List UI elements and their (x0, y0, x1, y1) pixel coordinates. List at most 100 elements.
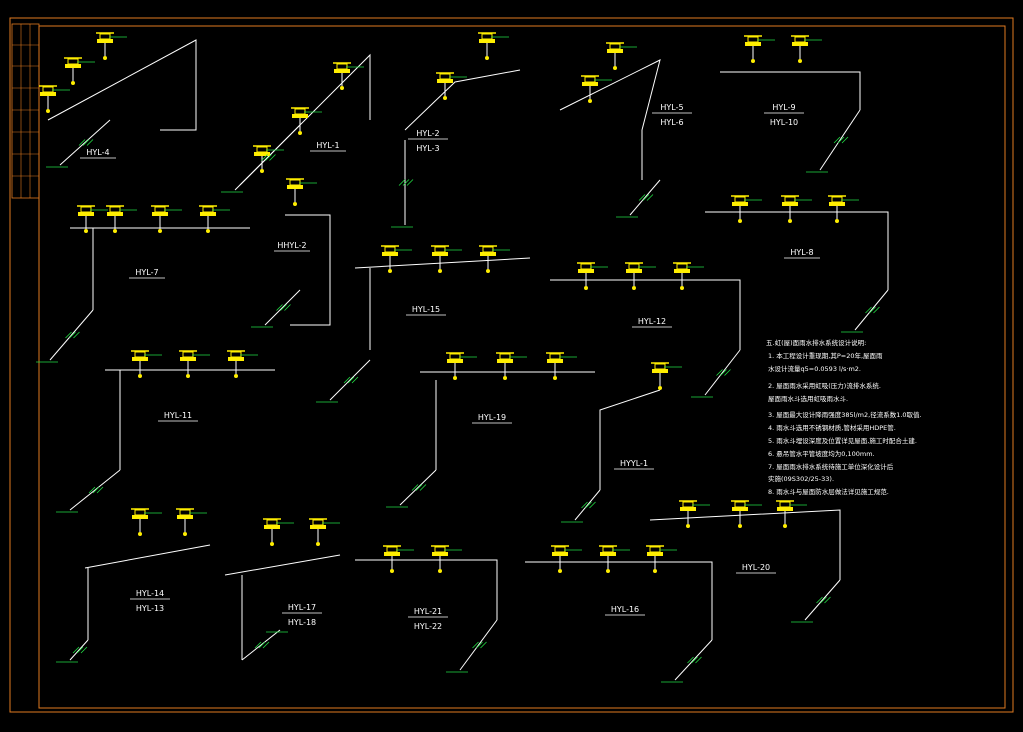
roof-drain-fixture (131, 508, 162, 536)
dim-tick (92, 486, 100, 494)
roof-drain-fixture (39, 85, 70, 113)
pipe-run (355, 559, 498, 620)
pipe-run (674, 639, 713, 681)
dim-tick (82, 139, 90, 146)
dim-tick (865, 306, 872, 314)
pipe-run (854, 289, 889, 331)
roof-drain-fixture (496, 352, 527, 380)
pipe-run (705, 211, 889, 290)
dim-tick (76, 646, 84, 654)
note-line: 实施(09S302/25-33). (768, 474, 834, 483)
pipe-run (550, 279, 741, 350)
roof-drain-fixture (106, 205, 137, 233)
roof-drain-fixture (646, 545, 677, 573)
pipe-run (224, 554, 341, 576)
riser-system-hyl11: HYL-11 (56, 350, 275, 513)
dim-tick (581, 501, 588, 509)
system-sublabel-text: HYL-13 (136, 604, 164, 613)
roof-drain-fixture (309, 518, 340, 546)
pipe-run (241, 629, 281, 661)
pipe-run (459, 619, 498, 671)
pipe-run (574, 489, 601, 521)
dim-tick (820, 596, 827, 604)
system-label-text: HYL-14 (136, 589, 164, 598)
note-line: 4. 雨水斗选用不锈钢材质,管材采用HDPE管. (768, 423, 896, 432)
riser-system-hyl19: HYL-19 (386, 352, 595, 508)
roof-drain-fixture (131, 350, 162, 378)
dim-tick (833, 136, 841, 144)
system-sublabel-text: HYL-3 (416, 144, 439, 153)
pipe-run (720, 71, 861, 110)
dim-tick (86, 139, 94, 146)
roof-drain-fixture (581, 75, 612, 103)
riser-system-hyl12: HYL-12 (550, 262, 741, 398)
pipe-run (329, 359, 371, 401)
dim-tick (65, 331, 72, 339)
system-label: HYL-16 (605, 605, 645, 616)
roof-drain-fixture (446, 352, 477, 380)
outer-frame (9, 17, 1014, 713)
system-sublabel-text: HYL-10 (770, 118, 798, 127)
roof-drain-fixture (96, 32, 127, 60)
roof-drain-fixture (731, 500, 762, 528)
dim-tick (415, 484, 423, 491)
roof-drain-fixture (781, 195, 812, 223)
roof-drain-fixture (176, 508, 207, 536)
dim-tick (869, 306, 876, 314)
note-line: 5. 雨水斗埋设深度及位置详见屋面,施工时配合土建. (768, 436, 917, 445)
dim-tick (816, 596, 823, 604)
dim-tick (691, 656, 698, 664)
dim-tick (73, 331, 80, 339)
riser-system-hyl4: HYL-4 (39, 32, 197, 168)
system-label-text: HYYL-1 (620, 459, 648, 468)
system-label: HHYL-2 (274, 241, 310, 252)
roof-drain-fixture (791, 35, 822, 63)
system-label: HYL-11 (158, 411, 198, 422)
roof-drain-fixture (577, 262, 608, 290)
system-label-text: HYL-7 (135, 268, 158, 277)
pipe-run (559, 59, 661, 180)
title-strip (11, 23, 40, 199)
system-sublabel-text: HYL-18 (288, 618, 316, 627)
riser-system-hyl1: HYL-1 (221, 53, 371, 193)
pipe-run (84, 544, 211, 569)
system-label: HYL-15 (406, 305, 446, 316)
system-label: HYYL-1 (614, 459, 654, 470)
dim-tick (80, 646, 88, 654)
roof-drain-fixture (744, 35, 775, 63)
roof-drain-fixture (828, 195, 859, 223)
pipe-run (804, 579, 841, 621)
pipe-run (47, 39, 197, 131)
system-label-text: HYL-11 (164, 411, 192, 420)
pipe-run (285, 214, 331, 326)
dim-tick (837, 136, 845, 144)
note-line: 8. 雨水斗与屋面防水层做法详见施工规范. (768, 487, 889, 496)
system-label-text: HHYL-2 (277, 241, 306, 250)
dim-tick (343, 376, 351, 384)
dim-tick (480, 641, 487, 649)
riser-system-hyl15: HYL-15 (316, 245, 531, 403)
dim-tick (824, 596, 831, 604)
pipe-run (704, 349, 741, 396)
dim-tick (695, 656, 702, 664)
system-label-text: HYL-2 (416, 129, 439, 138)
pipe-run (264, 289, 301, 326)
system-label: HYL-12 (632, 317, 672, 328)
dim-tick (638, 194, 646, 201)
roof-drain-fixture (679, 500, 710, 528)
pipe-run (399, 469, 437, 506)
dim-tick (589, 501, 596, 509)
pipe-run (234, 124, 301, 191)
roof-drain-fixture (606, 42, 637, 70)
roof-drain-fixture (199, 205, 230, 233)
system-label-text: HYL-19 (478, 413, 506, 422)
system-label-text: HYL-12 (638, 317, 666, 326)
system-label-text: HYL-17 (288, 603, 316, 612)
roof-drain-fixture (625, 262, 656, 290)
roof-drain-fixture (381, 245, 412, 273)
note-line: 水设计流量q5=0.0593 l/s·m2. (768, 364, 861, 373)
